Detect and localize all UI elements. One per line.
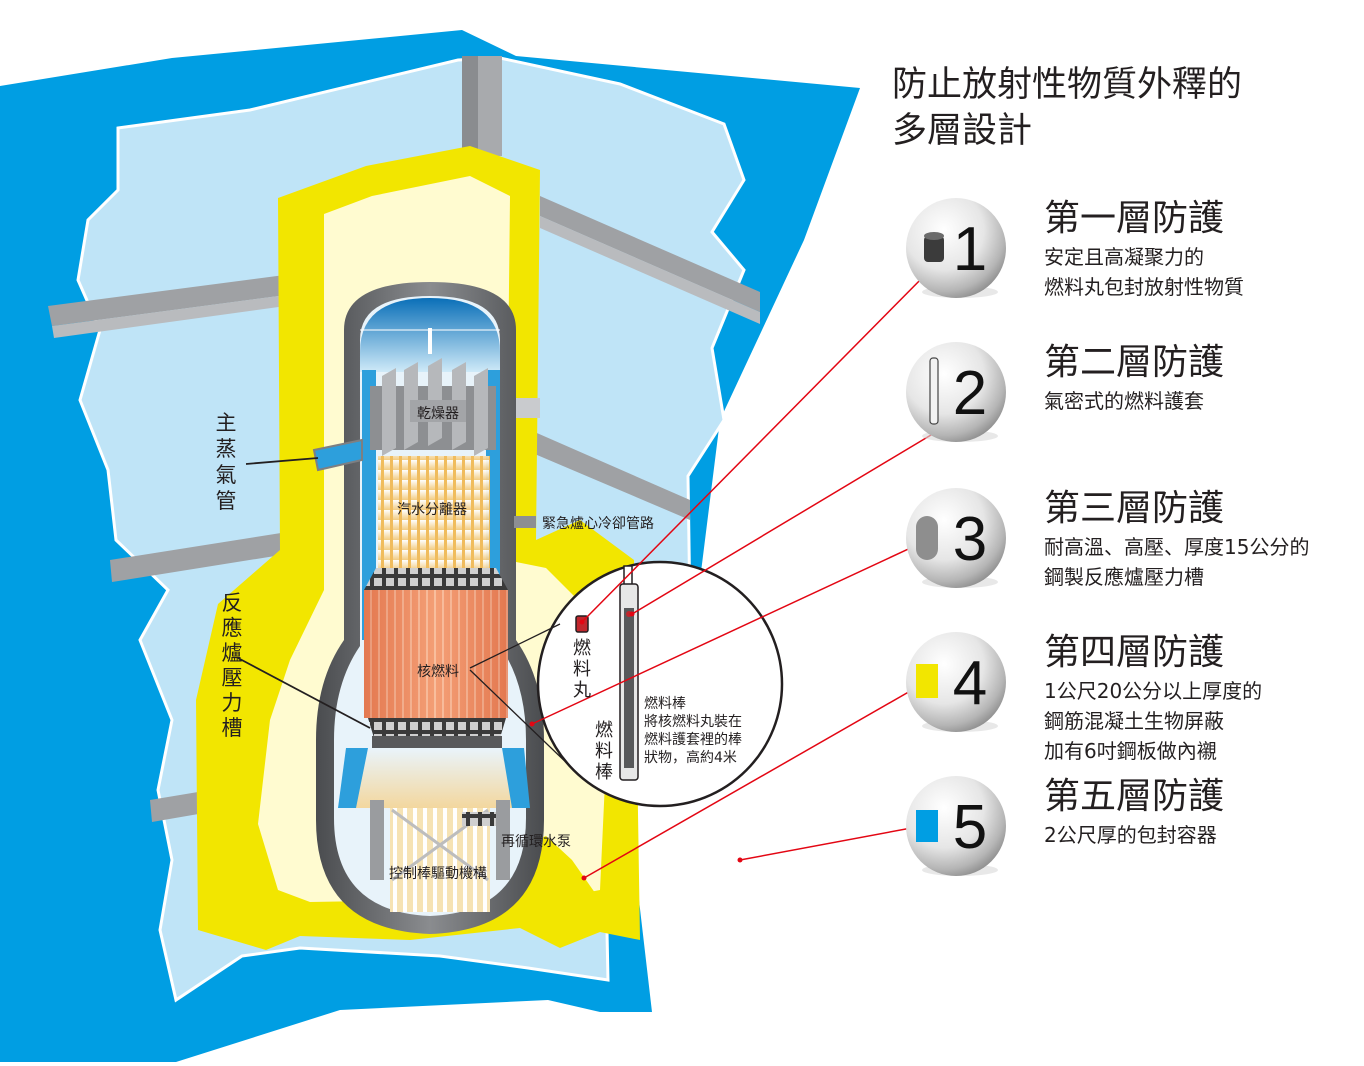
- layer-badge: [906, 488, 1006, 588]
- upper-grid: [364, 568, 508, 590]
- layer-description: 1公尺20公分以上厚度的: [1044, 679, 1262, 703]
- layer-title: 第五層防護: [1044, 776, 1224, 817]
- leader-main-steam: [245, 457, 319, 465]
- floor-band: [530, 430, 690, 520]
- layer-title: 第四層防護: [1044, 632, 1224, 673]
- pump-pipe-left: [370, 800, 384, 880]
- pressure-vessel-icon: [916, 516, 938, 560]
- support-column-shade: [478, 56, 502, 156]
- label-fuel: 核燃料: [417, 663, 459, 680]
- label-dryer: 乾燥器: [417, 406, 459, 422]
- floor-band: [540, 216, 760, 324]
- pellet-icon: [924, 236, 944, 262]
- label-rod: 燃料棒: [595, 720, 613, 783]
- layer-number: 1: [953, 215, 987, 284]
- layer-badge: [906, 632, 1006, 732]
- layer-description: 加有6吋鋼板做內襯: [1044, 739, 1217, 763]
- layer-item-5: 5 第五層防護 2公尺厚的包封容器: [906, 776, 1224, 876]
- pellet-icon-top: [924, 232, 944, 240]
- label-eccs: 緊急爐心冷卻管路: [542, 516, 654, 532]
- title-line-2: 多層設計: [892, 111, 1032, 151]
- title-line-1: 防止放射性物質外釋的: [892, 65, 1242, 105]
- rod-core: [624, 608, 634, 768]
- lower-grid: [368, 718, 506, 738]
- plenum-blue-left: [338, 748, 368, 808]
- layer-title: 第三層防護: [1044, 488, 1224, 529]
- layer-title: 第二層防護: [1044, 342, 1224, 383]
- label-rod-desc: 燃料棒將核燃料丸裝在燃料護套裡的棒狀物，高約4米: [644, 695, 742, 766]
- label-vessel: 反應爐壓力槽: [222, 591, 243, 740]
- steam-dryer: [370, 358, 496, 456]
- layer-number: 5: [953, 793, 987, 862]
- label-pellet: 燃料丸: [573, 638, 591, 701]
- floor-band: [150, 790, 210, 822]
- eccs-nozzle: [514, 516, 536, 528]
- reactor-pressure-vessel: [312, 282, 544, 934]
- core-shroud-band: [372, 736, 502, 748]
- pump-grid: [462, 812, 496, 826]
- leader-dot: [737, 857, 743, 863]
- leader-layer-2: [631, 431, 937, 615]
- fuel-rod: [619, 565, 639, 781]
- inset-circle: [536, 560, 784, 808]
- core-glow: [364, 590, 508, 718]
- floor-band: [540, 196, 760, 312]
- layer-number: 4: [953, 649, 987, 718]
- layer-description: 鋼製反應爐壓力槽: [1044, 565, 1204, 589]
- label-main-steam: 主蒸氣管: [216, 411, 237, 513]
- leader-dot: [581, 875, 587, 881]
- layer-number: 2: [953, 359, 987, 428]
- layer-description: 氣密式的燃料護套: [1044, 389, 1204, 413]
- dryer-fin: [382, 368, 396, 456]
- leader-dot: [529, 721, 535, 727]
- leader-layer-5: [739, 825, 923, 861]
- dryer-fin: [474, 368, 488, 456]
- layer-description: 燃料丸包封放射性物質: [1044, 275, 1244, 299]
- diagram-title: 防止放射性物質外釋的 多層設計: [892, 65, 1242, 151]
- layer-badge: [906, 198, 1006, 298]
- layer-badge: [906, 776, 1006, 876]
- leader-layer-1: [581, 267, 933, 623]
- layer-title: 第一層防護: [1044, 198, 1224, 239]
- leader-layer-4: [583, 681, 927, 879]
- leader-fuel-2: [469, 669, 575, 771]
- label-crd: 控制棒驅動機構: [389, 866, 487, 882]
- label-pump: 再循環水泵: [501, 834, 571, 850]
- fuel-rod-icon: [929, 357, 939, 425]
- leader-layer-3: [531, 537, 933, 725]
- lower-plenum: [346, 748, 522, 808]
- dome-spindle: [428, 328, 432, 354]
- steam-separator: [378, 456, 490, 568]
- leader-dot: [629, 611, 635, 617]
- component-labels: 主蒸氣管 乾燥器 汽水分離器 緊急爐心冷卻管路 反應爐壓力槽 核燃料 再循環水泵…: [216, 406, 743, 882]
- dryer-label-bg: [410, 400, 466, 422]
- pump-pipe-right: [496, 800, 510, 880]
- containment-icon: [916, 810, 938, 842]
- floor-band: [110, 530, 300, 582]
- leader-vessel: [237, 657, 371, 729]
- shield-icon: [916, 664, 938, 698]
- leader-fuel-1: [469, 623, 561, 669]
- leader-lines: [237, 267, 937, 881]
- vessel-nozzle-right: [516, 398, 540, 418]
- layer-number: 3: [953, 505, 987, 574]
- layer-description: 2公尺厚的包封容器: [1044, 823, 1217, 847]
- layer-description: 耐高溫、高壓、厚度15公分的: [1044, 535, 1309, 559]
- layer-description: 安定且高凝聚力的: [1044, 245, 1204, 269]
- layer-description: 鋼筋混凝土生物屏蔽: [1044, 709, 1224, 733]
- plenum-blue-right: [502, 748, 530, 808]
- leader-dot: [579, 619, 585, 625]
- label-separator: 汽水分離器: [397, 501, 467, 518]
- main-steam-pipe: [312, 438, 363, 472]
